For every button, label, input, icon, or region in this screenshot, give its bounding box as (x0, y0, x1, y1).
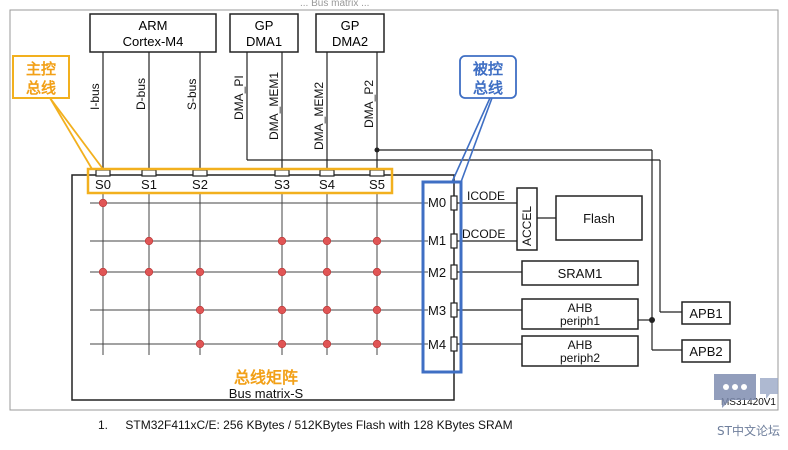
accel-label: ACCEL (520, 206, 534, 246)
header-partial: ... Bus matrix ... (300, 0, 369, 9)
bus-labels: I-bus D-bus S-bus DMA_PI DMA_MEM1 DMA_ME… (88, 72, 376, 150)
connection-dots (98, 198, 382, 349)
flash-label: Flash (583, 211, 615, 226)
slave-callout-line2: 总线 (473, 79, 503, 97)
port-s5: S5 (369, 177, 385, 192)
slave-ports-highlight (421, 180, 463, 374)
bus-label-dma-pi: DMA_PI (232, 75, 246, 120)
bus-label-dbus: D-bus (134, 78, 148, 110)
apb1-box: APB1 (681, 301, 731, 325)
footnote-number: 1. (98, 418, 109, 432)
port-m3: M3 (428, 303, 446, 318)
figure-frame (9, 9, 779, 411)
accel-box: ACCEL (516, 187, 538, 251)
ahb-periph2-box: AHB periph2 (521, 335, 639, 367)
slave-callout: 被控 总线 (459, 55, 517, 99)
master-ports-highlight (86, 167, 394, 195)
slave-bus-lines (457, 202, 556, 345)
apb2-label: APB2 (689, 344, 722, 359)
master-callout-pointer (49, 97, 104, 170)
master-dma2-line2: DMA2 (332, 34, 368, 49)
master-callout-line2: 总线 (26, 79, 56, 97)
master-arm-line1: ARM (139, 18, 168, 33)
master-callout-line1: 主控 (26, 60, 56, 78)
port-s1: S1 (141, 177, 157, 192)
bus-label-ibus: I-bus (88, 83, 102, 110)
ahb-periph2-line2: periph2 (560, 351, 600, 365)
master-bus-lines (102, 52, 682, 351)
master-dma1-line1: GP (255, 18, 274, 33)
signal-dcode: DCODE (462, 227, 505, 241)
ahb-periph2-line1: AHB (568, 338, 593, 352)
master-callout: 主控 总线 (12, 55, 70, 99)
port-s2: S2 (192, 177, 208, 192)
bus-label-sbus: S-bus (185, 79, 199, 110)
sram1-box: SRAM1 (521, 260, 639, 286)
bus-label-dma-p2: DMA_P2 (362, 80, 376, 128)
footnote: 1. STM32F411xC/E: 256 KBytes / 512KBytes… (98, 418, 513, 432)
port-s0: S0 (95, 177, 111, 192)
matrix-title-cn: 总线矩阵 (234, 368, 298, 387)
slave-callout-line1: 被控 (473, 60, 503, 78)
slave-port-labels: M0 M1 M2 M3 M4 (428, 195, 446, 352)
apb2-box: APB2 (681, 339, 731, 363)
bus-matrix-box (71, 174, 455, 401)
chat-bubble-icon (714, 374, 778, 408)
port-m4: M4 (428, 337, 446, 352)
junction-dot (649, 317, 655, 323)
ahb-periph1-box: AHB periph1 (521, 298, 639, 330)
footnote-text: STM32F411xC/E: 256 KBytes / 512KBytes Fl… (125, 418, 513, 432)
flash-box: Flash (555, 195, 643, 241)
apb1-label: APB1 (689, 306, 722, 321)
figure-code: MS31420V1 (721, 397, 776, 408)
master-port-labels: S0 S1 S2 S3 S4 S5 (95, 177, 385, 192)
matrix-title: Bus matrix-S (229, 386, 304, 401)
ahb-periph1-line2: periph1 (560, 314, 600, 328)
master-dma2-line1: GP (341, 18, 360, 33)
port-m1: M1 (428, 233, 446, 248)
watermark-text: ST中文论坛 (717, 424, 780, 438)
ahb-periph1-line1: AHB (568, 301, 593, 315)
port-m0: M0 (428, 195, 446, 210)
master-dma1-line2: DMA1 (246, 34, 282, 49)
master-arm-box: ARM Cortex-M4 (89, 13, 217, 53)
bus-label-dma-mem2: DMA_MEM2 (312, 82, 326, 150)
port-s4: S4 (319, 177, 335, 192)
master-dma2-box: GP DMA2 (315, 13, 385, 53)
signal-icode: ICODE (467, 189, 505, 203)
master-arm-line2: Cortex-M4 (123, 34, 184, 49)
master-callout-pointer (49, 97, 93, 170)
master-dma1-box: GP DMA1 (229, 13, 299, 53)
slave-callout-pointer (451, 97, 491, 183)
port-s3: S3 (274, 177, 290, 192)
slave-callout-pointer (460, 97, 493, 183)
junction-dot (374, 147, 380, 153)
port-m2: M2 (428, 265, 446, 280)
bus-label-dma-mem1: DMA_MEM1 (267, 72, 281, 140)
sram1-label: SRAM1 (558, 266, 603, 281)
